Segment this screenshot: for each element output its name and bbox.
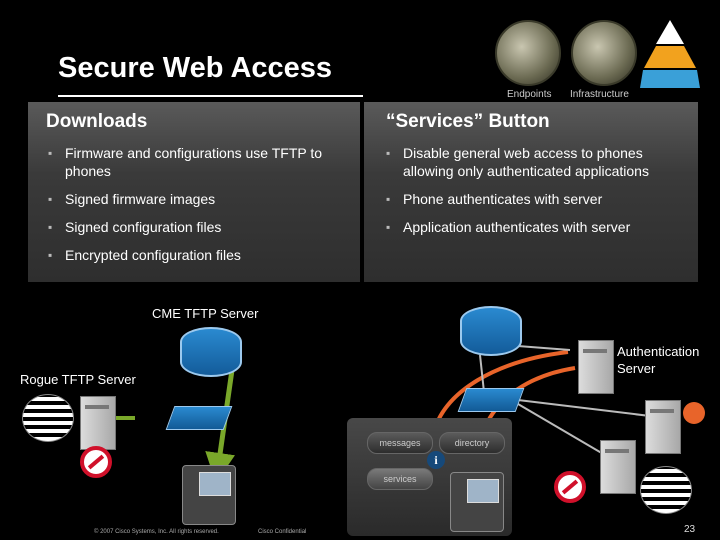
services-button[interactable]: services [367, 468, 433, 490]
cme-server-label: CME TFTP Server [152, 306, 259, 321]
attacker-icon [22, 394, 74, 442]
endpoints-photo [495, 20, 561, 86]
auth-server-label: Authentication Server [617, 343, 699, 377]
attacker-icon-right [640, 466, 692, 514]
downloads-panel: Downloads Firmware and configurations us… [28, 102, 360, 282]
router-switch-link [479, 354, 485, 393]
deny-icon-right [554, 471, 586, 503]
infrastructure-label: Infrastructure [570, 89, 629, 100]
messages-button[interactable]: messages [367, 432, 433, 454]
switch-server-link [517, 399, 651, 417]
bullet-item: Phone authenticates with server [386, 190, 686, 208]
downloads-bullets: Firmware and configurations use TFTP to … [48, 144, 348, 274]
downloads-heading: Downloads [46, 111, 148, 132]
bullet-item: Signed configuration files [48, 218, 348, 236]
directory-button[interactable]: directory [439, 432, 505, 454]
confidential-text: Cisco Confidential [258, 529, 307, 535]
bullet-item: Disable general web access to phones all… [386, 144, 686, 180]
info-icon: i [427, 451, 445, 469]
auth-server-icon [578, 340, 614, 394]
certificate-icon [683, 402, 705, 424]
bullet-item: Firmware and configurations use TFTP to … [48, 144, 348, 180]
cme-router-icon [180, 327, 242, 377]
endpoints-label: Endpoints [507, 89, 552, 100]
rogue-server-icon [80, 396, 116, 450]
bullet-item: Application authenticates with server [386, 218, 686, 236]
services-bullets: Disable general web access to phones all… [386, 144, 686, 246]
bullet-item: Signed firmware images [48, 190, 348, 208]
auth-label-line2: Server [617, 361, 656, 376]
app-server-icon [645, 400, 681, 454]
rogue-app-server-icon [600, 440, 636, 494]
slide-title: Secure Web Access [58, 52, 333, 84]
rogue-server-label: Rogue TFTP Server [20, 372, 136, 387]
right-router-icon [460, 306, 522, 356]
pyramid-icon [640, 20, 700, 88]
left-phone-icon [182, 465, 236, 525]
auth-label-line1: Authentication [617, 344, 700, 359]
left-switch-icon [165, 406, 233, 430]
right-phone-icon [450, 472, 504, 532]
services-heading: “Services” Button [386, 111, 550, 132]
page-number: 23 [684, 524, 696, 535]
copyright-text: © 2007 Cisco Systems, Inc. All rights re… [94, 529, 219, 535]
title-underline [58, 95, 363, 97]
right-switch-icon [457, 388, 525, 412]
deny-icon [80, 446, 112, 478]
bullet-item: Encrypted configuration files [48, 246, 348, 264]
infrastructure-photo [571, 20, 637, 86]
services-panel: “Services” Button Disable general web ac… [364, 102, 698, 282]
header: Secure Web Access Endpoints Infrastructu… [0, 0, 720, 100]
switch-server2-link [517, 403, 606, 456]
